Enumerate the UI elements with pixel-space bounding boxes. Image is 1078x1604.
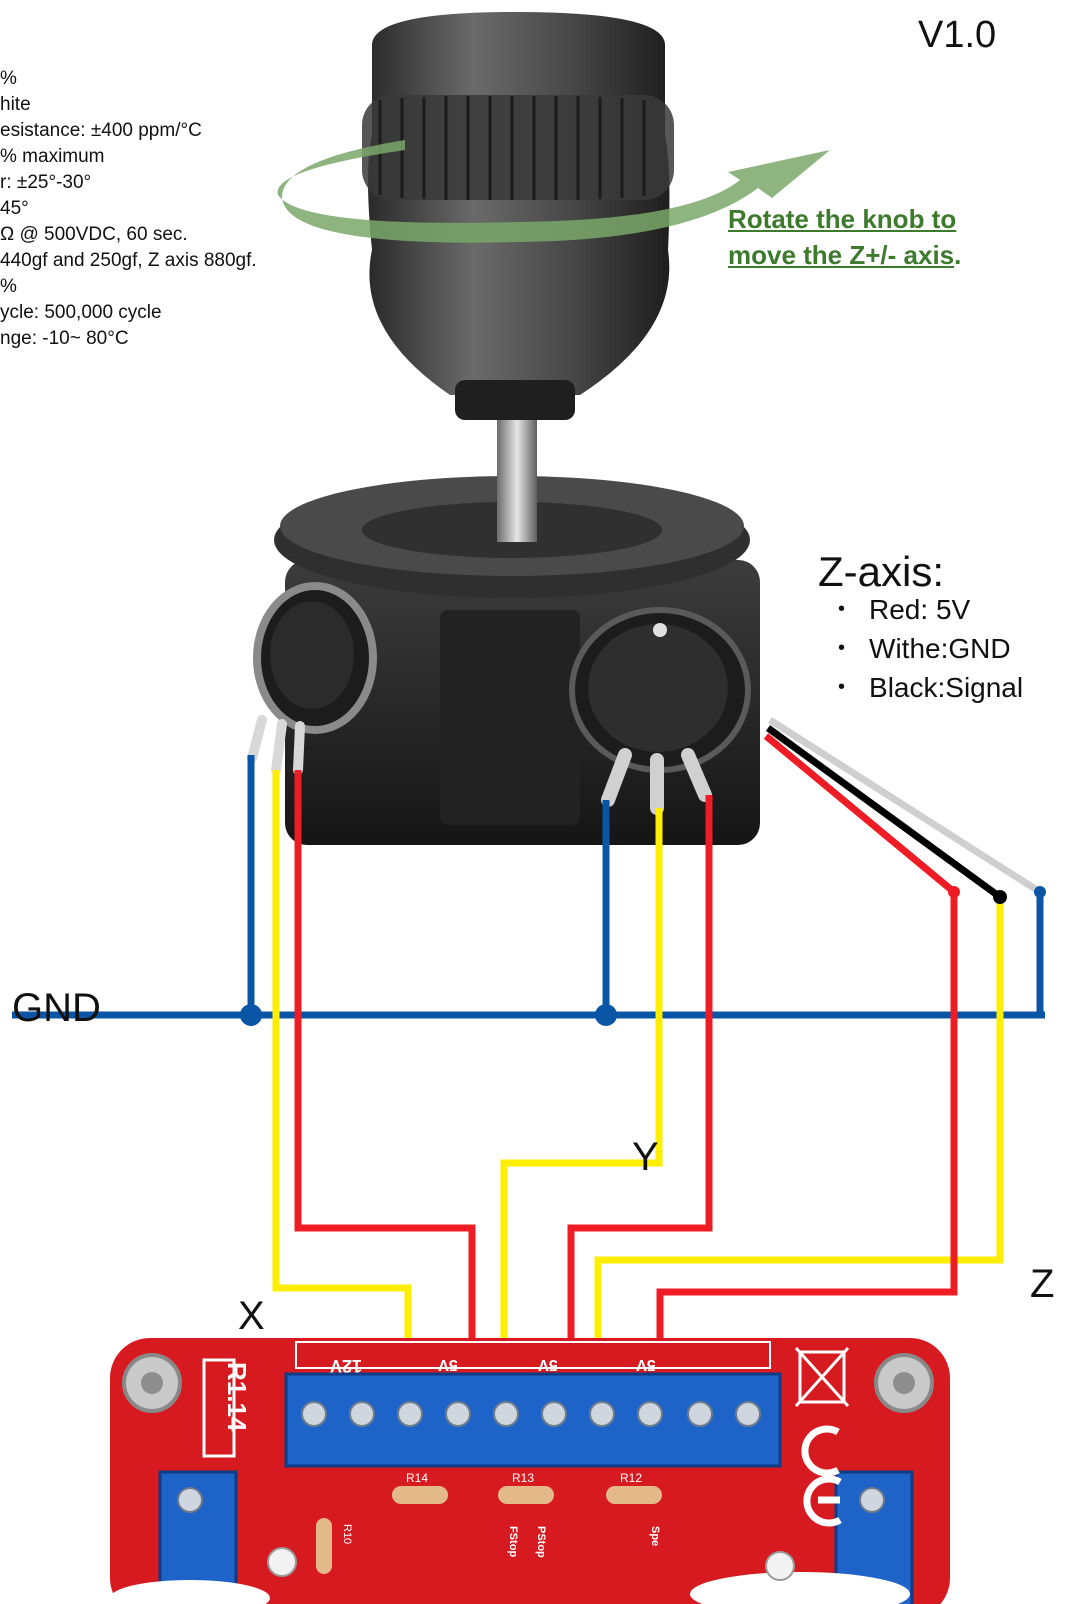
y-pot-mark <box>653 623 667 637</box>
ce-mark-e-icon <box>803 1475 842 1527</box>
silk-pstop: PStop <box>535 1526 547 1558</box>
spec-line: 440gf and 250gf, Z axis 880gf. <box>0 250 257 271</box>
terminal-screws <box>301 1401 761 1427</box>
mount-hole-left-core <box>141 1372 163 1394</box>
y-pot-disc <box>588 624 728 752</box>
silk-spe: Spe <box>649 1526 661 1546</box>
header-label-12v: 12V <box>330 1356 362 1376</box>
x-signal-wire <box>272 770 412 1340</box>
x-pot-pins <box>247 715 305 775</box>
spec-line: % <box>0 68 17 89</box>
board-model-label: R1.14 <box>222 1362 252 1432</box>
header-label-5v-2: 5V <box>538 1356 558 1373</box>
z-axis-title: Z-axis: <box>818 548 944 595</box>
x-label: X <box>238 1294 265 1338</box>
z-cable-black <box>765 725 1003 900</box>
joystick-knob <box>368 12 670 395</box>
z-cable-red <box>763 733 957 895</box>
y-signal-wire <box>500 808 663 1340</box>
rotate-note-line1: Rotate the knob to <box>728 204 957 234</box>
mount-hole-right-core <box>893 1372 915 1394</box>
gnd-label: GND <box>12 986 101 1030</box>
ce-mark-icon <box>801 1425 840 1477</box>
board-led <box>267 1547 297 1577</box>
resistor-r13: R13 <box>498 1471 554 1504</box>
housing-inner-panel <box>440 610 580 825</box>
z-axis-item: Withe:GND <box>838 631 1023 670</box>
spec-line: esistance: ±400 ppm/°C <box>0 120 202 141</box>
spec-line: % maximum <box>0 146 105 167</box>
board-led-2 <box>765 1551 795 1581</box>
svg-text:R12: R12 <box>620 1471 642 1485</box>
spec-line: Ω @ 500VDC, 60 sec. <box>0 224 188 245</box>
y-label: Y <box>632 1135 659 1179</box>
board-model-box <box>202 1358 236 1458</box>
x-pot-disc <box>270 601 354 709</box>
z-axis-item: Red: 5V <box>838 592 1023 631</box>
z-axis-item: Black:Signal <box>838 670 1023 709</box>
rotate-note-line2: move the Z+/- axis <box>728 240 955 270</box>
resistor-r10 <box>316 1518 332 1574</box>
spec-line: % <box>0 276 17 297</box>
resistor-r12: R12 <box>606 1471 662 1504</box>
gnd-junction-x <box>240 1004 262 1026</box>
gnd-junction-y <box>595 1004 617 1026</box>
board-cutout-right <box>690 1572 910 1604</box>
z-black-dot <box>993 890 1007 904</box>
svg-text:R13: R13 <box>512 1471 534 1485</box>
left-terminal-screw <box>177 1487 203 1513</box>
rotate-note-punct: . <box>954 240 962 270</box>
joystick <box>247 12 760 845</box>
right-terminal-screw <box>859 1487 885 1513</box>
controller-board: R1.14 12V 5V 5V 5V R14 R13 <box>110 1338 950 1604</box>
silk-fstop: FStop <box>507 1526 519 1557</box>
rotate-note: Rotate the knob to move the Z+/- axis. <box>728 201 961 273</box>
z-white-dot <box>1034 886 1046 898</box>
knob-grip-ring <box>362 95 674 200</box>
wires <box>12 717 1045 1340</box>
z-cable-white <box>768 717 1042 895</box>
resistor-r10-label: R10 <box>341 1524 353 1544</box>
z-label: Z <box>1030 1262 1055 1306</box>
z-signal-wire <box>594 897 1004 1340</box>
z-red-dot <box>948 886 960 898</box>
knob-neck <box>455 380 575 420</box>
spec-line: nge: -10~ 80°C <box>0 328 129 349</box>
spec-line: ycle: 500,000 cycle <box>0 302 162 323</box>
spec-line: r: ±25°-30° <box>0 172 92 193</box>
spec-list: % hite esistance: ±400 ppm/°C % maximum … <box>0 66 257 352</box>
junction-dots <box>240 886 1046 1026</box>
board-cutout-left <box>110 1580 270 1604</box>
rotate-arrow-icon <box>277 140 830 243</box>
z-vcc-wire <box>656 892 958 1340</box>
x-vcc-wire <box>294 770 476 1340</box>
header-label-5v-1: 5V <box>438 1356 458 1373</box>
knob-grip-ribs <box>378 96 646 200</box>
spec-line: hite <box>0 94 31 115</box>
terminal-header-silk <box>295 1341 771 1369</box>
header-label-5v-3: 5V <box>636 1356 656 1373</box>
svg-text:R14: R14 <box>406 1471 428 1485</box>
y-pot-pins <box>601 748 712 815</box>
version-label: V1.0 <box>918 14 997 56</box>
z-axis-legend: Red: 5V Withe:GND Black:Signal <box>838 592 1023 709</box>
y-vcc-wire <box>567 795 713 1340</box>
resistor-r14: R14 <box>392 1471 448 1504</box>
weee-bin-icon <box>794 1346 850 1408</box>
joystick-shaft <box>497 400 537 542</box>
spec-line: 45° <box>0 198 29 219</box>
